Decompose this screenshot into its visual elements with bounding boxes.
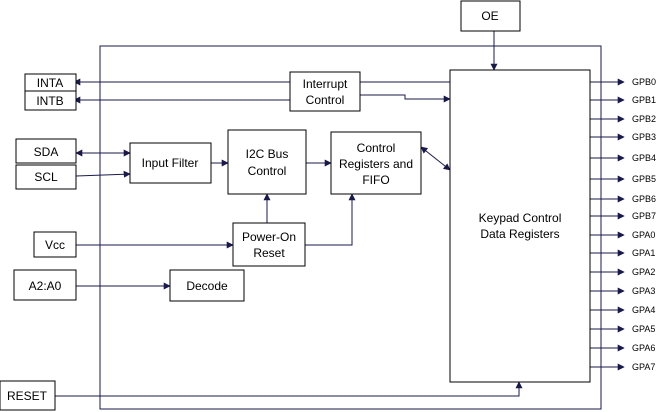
wire-interrupt-keypad-b (360, 94, 451, 103)
reset-pin[interactable]: RESET (0, 380, 56, 411)
wire-reset (55, 381, 523, 397)
connections (55, 31, 523, 397)
reset-label: RESET (7, 389, 48, 403)
gpio-label-gpa7[interactable]: GPA7 (632, 362, 655, 372)
keypad-registers-block[interactable]: Keypad Control Data Registers (449, 69, 591, 383)
gpio-label-gpa5[interactable]: GPA5 (632, 324, 655, 334)
address-label: A2:A0 (29, 279, 62, 293)
gpio-label-gpb5[interactable]: GPB5 (632, 174, 656, 184)
gpio-label-gpa6[interactable]: GPA6 (632, 343, 655, 353)
gpio-label-gpa4[interactable]: GPA4 (632, 305, 655, 315)
scl-pin[interactable]: SCL (15, 164, 77, 190)
sda-pin[interactable]: SDA (15, 138, 77, 164)
interrupt-control-line-2: Control (306, 93, 345, 107)
keypad-line-1: Keypad Control (479, 211, 562, 225)
i2c-bus-control-block[interactable]: I2C Bus Control (227, 129, 307, 195)
decode-label: Decode (186, 279, 228, 293)
decode-block[interactable]: Decode (169, 269, 245, 302)
vcc-label: Vcc (45, 238, 65, 252)
input-filter-block[interactable]: Input Filter (129, 142, 212, 184)
input-filter-label: Input Filter (142, 156, 199, 170)
control-registers-line-1: Control (357, 141, 396, 155)
wire-por-registers (305, 193, 356, 246)
intb-label: INTB (36, 94, 63, 108)
gpio-label-gpb3[interactable]: GPB3 (632, 132, 656, 142)
gpio-label-gpb4[interactable]: GPB4 (632, 153, 656, 163)
gpio-label-gpb7[interactable]: GPB7 (632, 211, 656, 221)
por-line-2: Reset (253, 246, 285, 260)
sda-label: SDA (34, 145, 59, 159)
gpio-label-gpa0[interactable]: GPA0 (632, 230, 655, 240)
gpio-label-gpb6[interactable]: GPB6 (632, 194, 656, 204)
gpio-label-gpa1[interactable]: GPA1 (632, 248, 655, 258)
power-on-reset-block[interactable]: Power-On Reset (232, 222, 306, 267)
gpio-label-gpb0[interactable]: GPB0 (632, 77, 656, 87)
control-registers-block[interactable]: Control Registers and FIFO (330, 131, 422, 195)
i2c-line-2: Control (248, 164, 287, 178)
intb-pin[interactable]: INTB (24, 90, 77, 111)
wire-registers-keypad (420, 146, 451, 171)
interrupt-control-block[interactable]: Interrupt Control (289, 71, 361, 112)
control-registers-line-2: Registers and (339, 157, 413, 171)
wire-scl (75, 170, 131, 178)
oe-pin[interactable]: OE (460, 0, 521, 32)
gpio-label-gpa2[interactable]: GPA2 (632, 267, 655, 277)
oe-label: OE (481, 9, 498, 23)
address-pins[interactable]: A2:A0 (13, 269, 77, 301)
inta-label: INTA (37, 76, 63, 90)
gpio-label-gpb2[interactable]: GPB2 (632, 114, 656, 124)
gpio-label-gpb1[interactable]: GPB1 (632, 95, 656, 105)
gpio-label-gpa3[interactable]: GPA3 (632, 286, 655, 296)
scl-label: SCL (34, 170, 58, 184)
keypad-line-2: Data Registers (480, 227, 559, 241)
por-line-1: Power-On (242, 230, 296, 244)
chip-outline (99, 45, 602, 410)
gpio-pins: GPB0GPB1GPB2GPB3GPB4GPB5GPB6GPB7GPA0GPA1… (570, 77, 656, 372)
i2c-line-1: I2C Bus (246, 147, 289, 161)
interrupt-control-line-1: Interrupt (303, 77, 348, 91)
control-registers-line-3: FIFO (362, 173, 389, 187)
inta-pin[interactable]: INTA (24, 73, 77, 92)
vcc-pin[interactable]: Vcc (33, 231, 77, 258)
